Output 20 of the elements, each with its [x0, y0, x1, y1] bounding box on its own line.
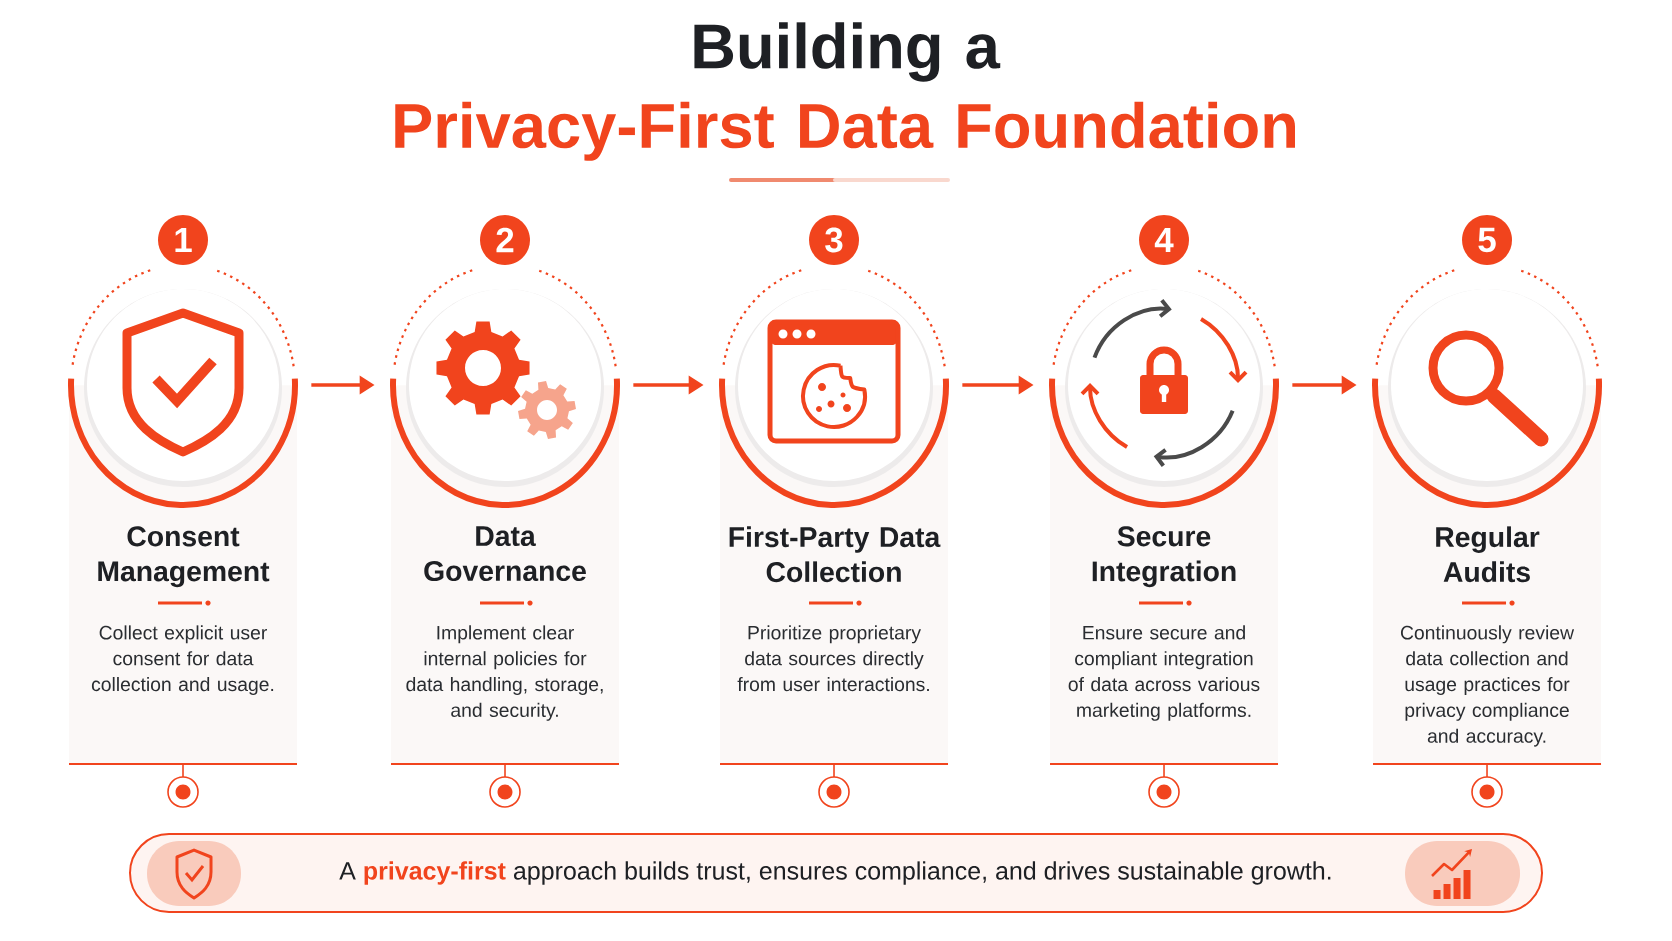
number-badge: 3	[809, 215, 859, 265]
step-heading: Secure Integration	[1092, 526, 1236, 588]
step-heading: First-Party Data Collection	[729, 526, 941, 583]
number-badge: 4	[1139, 215, 1189, 265]
step-description: Implement clear internal policies for data handling, storage, and security.	[406, 625, 603, 721]
step-description: Continuously review data collection and usage practices for privacy compliance and accuracy.	[1400, 625, 1575, 747]
step-description: Prioritize proprietary data sources directly from user interactions.	[737, 625, 929, 692]
step-description: Ensure secure and compliant integration of data across various marketing platforms.	[1068, 625, 1260, 721]
number-badge: 2	[480, 215, 530, 265]
icon-circle	[719, 269, 949, 508]
number-badge: 1	[158, 215, 208, 265]
icon-circle	[68, 269, 298, 508]
icon-circle	[1049, 269, 1279, 508]
step-heading: Consent Management	[98, 526, 270, 588]
icon-circle	[1372, 269, 1602, 508]
step-heading: Data Governance	[424, 526, 586, 582]
step-description: Collect explicit user consent for data collection and usage.	[91, 625, 274, 696]
title: Building a Privacy-First Data Foundation	[395, 22, 1295, 161]
step-heading: Regular Audits	[1436, 526, 1540, 583]
number-badge: 5	[1462, 215, 1513, 265]
